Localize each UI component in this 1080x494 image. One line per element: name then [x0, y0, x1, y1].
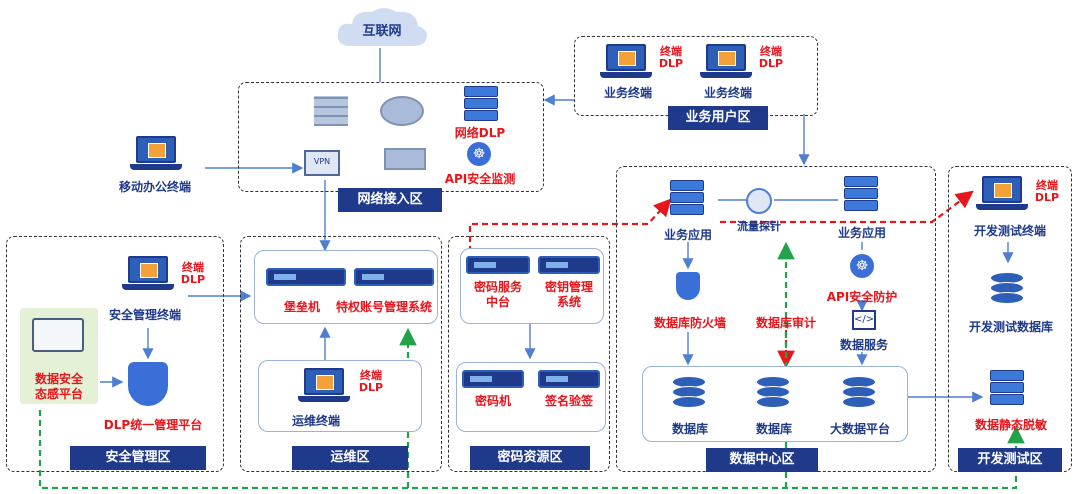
mobile-terminal-icon: [130, 136, 182, 172]
monitor-chart-icon: [32, 318, 84, 352]
security-terminal-icon: [122, 256, 174, 292]
db-firewall-icon: [676, 272, 700, 300]
devtest-terminal-dlp: 终端 DLP: [1034, 179, 1060, 204]
posture-platform-label: 数据安全 态感平台: [34, 372, 83, 401]
ops-terminal-label: 运维终端: [291, 414, 340, 428]
shield-icon: [128, 362, 168, 406]
business-terminal-1-label: 业务终端: [603, 86, 652, 100]
devtest-db-icon: [990, 272, 1024, 308]
masking-server-icon: [990, 370, 1024, 408]
security-mgmt-zone-title: 安全管理区: [70, 446, 206, 470]
db-2-icon: [756, 376, 790, 412]
db-firewall-label: 数据库防火墙: [653, 316, 726, 330]
network-access-zone-title: 网络接入区: [338, 188, 442, 212]
data-service-label: 数据服务: [839, 338, 888, 352]
devtest-terminal-label: 开发测试终端: [973, 224, 1046, 238]
vpn-icon: VPN: [304, 150, 340, 176]
app-to-devterm-flow: [720, 190, 974, 224]
dlp-platform-label: DLP统一管理平台: [103, 418, 203, 432]
business-terminal-2-icon: [700, 44, 752, 80]
app-2-label: 业务应用: [837, 226, 886, 240]
db-1-label: 数据库: [671, 422, 708, 436]
key-mgmt-label: 密钥管理 系统: [544, 280, 593, 309]
bastion-label: 堡垒机: [283, 300, 320, 314]
traffic-probe-icon: [746, 188, 772, 214]
firewall-icon: [314, 96, 348, 126]
datacenter-zone-title: 数据中心区: [706, 448, 818, 472]
api-monitor-label: API安全监测: [444, 172, 516, 186]
crypto-zone: [448, 236, 610, 472]
devtest-terminal-icon: [976, 176, 1028, 212]
db-audit-label: 数据库审计: [755, 316, 816, 330]
business-terminal-2-dlp: 终端 DLP: [758, 45, 784, 70]
pam-rack-icon: [354, 268, 434, 286]
db-1-icon: [672, 376, 706, 412]
network-dlp-server-icon: [464, 86, 498, 124]
app-2-server-icon: [844, 176, 878, 214]
ops-zone: [240, 236, 442, 472]
ops-upper-box: [254, 250, 438, 324]
bastion-rack-icon: [266, 268, 346, 286]
bigdata-icon: [842, 376, 876, 412]
app-1-label: 业务应用: [663, 228, 712, 242]
sign-rack-icon: [538, 370, 600, 388]
business-terminal-1-dlp: 终端 DLP: [658, 45, 684, 70]
pam-label: 特权账号管理系统: [335, 300, 432, 314]
mobile-terminal-label: 移动办公终端: [118, 180, 191, 194]
masking-label: 数据静态脱敏: [974, 418, 1047, 432]
key-mgmt-rack-icon: [538, 256, 600, 274]
crypto-zone-title: 密码资源区: [470, 446, 590, 470]
cloud-icon: [337, 8, 427, 46]
business-user-zone-title: 业务用户区: [668, 106, 768, 130]
blue-arrows: [100, 48, 1014, 403]
app-1-server-icon: [670, 180, 704, 218]
sign-label: 签名验签: [544, 394, 593, 408]
business-terminal-2-label: 业务终端: [703, 86, 752, 100]
api-kubernetes-icon: ☸: [850, 254, 874, 278]
security-terminal-label: 安全管理终端: [108, 308, 181, 322]
kubernetes-icon: ☸: [467, 142, 491, 166]
crypto-service-rack-icon: [466, 256, 530, 274]
bigdata-label: 大数据平台: [829, 422, 890, 436]
db-2-label: 数据库: [755, 422, 792, 436]
code-icon: </>: [852, 310, 876, 330]
security-mgmt-zone: [6, 236, 224, 472]
hsm-rack-icon: [462, 370, 524, 388]
network-dlp-label: 网络DLP: [454, 126, 506, 140]
business-terminal-1-icon: [600, 44, 652, 80]
api-protect-label: API安全防护: [826, 290, 898, 304]
crypto-to-app-flow: [468, 198, 672, 262]
traffic-probe-label: 流量探针: [737, 220, 781, 233]
router-icon: [380, 96, 424, 126]
ops-terminal-icon: [298, 368, 350, 404]
devtest-zone-title: 开发测试区: [958, 448, 1062, 472]
devtest-db-label: 开发测试数据库: [968, 320, 1053, 334]
security-terminal-dlp: 终端 DLP: [180, 261, 206, 286]
switch-icon: [384, 148, 426, 170]
internet-label: 互联网: [362, 24, 402, 39]
hsm-label: 密码机: [474, 394, 511, 408]
ops-zone-title: 运维区: [292, 446, 408, 470]
ops-terminal-dlp: 终端 DLP: [358, 369, 384, 394]
crypto-service-label: 密码服务 中台: [473, 280, 522, 309]
